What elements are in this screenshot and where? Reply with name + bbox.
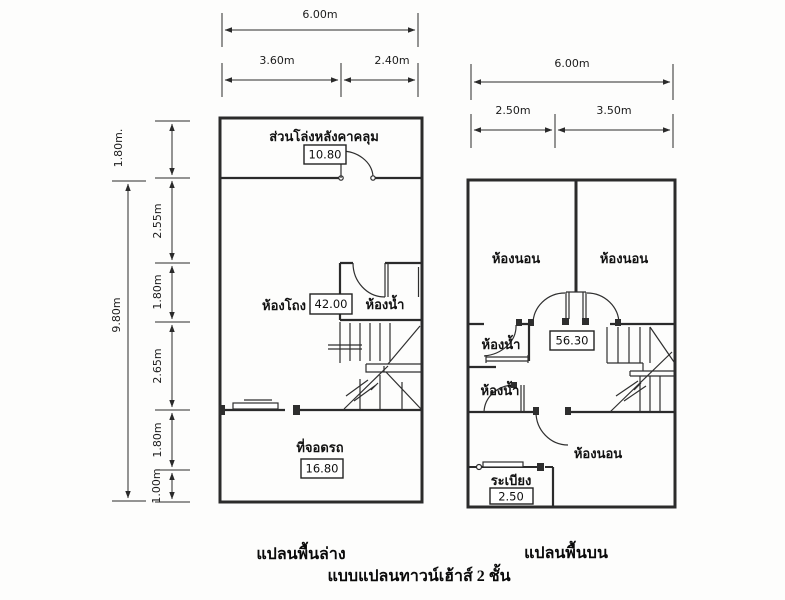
uf-dim-total-width-label: 6.00m bbox=[554, 57, 589, 70]
uf-bedroom-front-left-label: ห้องนอน bbox=[492, 251, 540, 267]
ground-floor-plan: 6.00m 3.60m 2.40m 9.80m bbox=[110, 8, 424, 504]
uf-balcony-area-box bbox=[489, 487, 534, 505]
caption-title: แบบแปลนทาวน์เฮ้าส์ 2 ชั้น bbox=[327, 563, 510, 585]
upper-floor-walls bbox=[466, 178, 677, 509]
uf-bedroom-front-right-label: ห้องนอน bbox=[600, 251, 648, 267]
gf-hall-label: ห้องโถง bbox=[262, 297, 306, 314]
caption-ground-floor: แปลนพื้นล่าง bbox=[256, 541, 345, 563]
uf-total-area-box bbox=[549, 330, 595, 351]
captions: แปลนพื้นล่าง แปลนพื้นบน แบบแปลนทาวน์เฮ้า… bbox=[256, 540, 608, 585]
uf-dim-width-seg1-label: 2.50m bbox=[495, 104, 530, 117]
uf-total-area-value: 56.30 bbox=[556, 334, 589, 348]
gf-carport-label: ที่จอดรถ bbox=[296, 438, 343, 456]
uf-dim-width-seg2-label: 3.50m bbox=[596, 104, 631, 117]
gf-porch-area-box bbox=[303, 144, 347, 165]
gf-carport-area-box bbox=[300, 458, 344, 479]
uf-bathroom-upper-label: ห้องน้ำ bbox=[482, 334, 521, 353]
ground-floor-doors bbox=[338, 150, 389, 298]
ground-floor-walls bbox=[218, 116, 424, 504]
gf-dim-width-seg2-label: 2.40m bbox=[374, 54, 409, 67]
gf-dim-depth-seg5-label: 1.80m bbox=[151, 422, 164, 457]
gf-carport-area-value: 16.80 bbox=[306, 462, 339, 476]
gf-hall-area-box bbox=[309, 293, 353, 315]
gf-sliding-gate bbox=[232, 402, 279, 410]
gf-dim-total-width-label: 6.00m bbox=[302, 8, 337, 21]
upper-floor-plan: 6.00m 2.50m 3.50m bbox=[466, 57, 677, 509]
upper-floor-doors bbox=[483, 292, 620, 446]
uf-bedroom-back-label: ห้องนอน bbox=[574, 446, 622, 462]
gf-dim-depth-seg2-label: 2.55m bbox=[151, 203, 164, 238]
gf-hall-area-value: 42.00 bbox=[315, 297, 348, 311]
upper-floor-staircase bbox=[606, 326, 675, 413]
gf-dim-depth-seg3-label: 1.80m bbox=[151, 274, 164, 309]
uf-balcony-area-value: 2.50 bbox=[498, 490, 524, 504]
uf-balcony-label: ระเบียง bbox=[491, 473, 532, 489]
ground-floor-depth-dimensions: 9.80m 1.80m. 2.55m 1.80m 2.65m 1.80m 1.0… bbox=[110, 120, 190, 504]
ground-floor-width-dimensions: 6.00m 3.60m 2.40m bbox=[221, 8, 419, 97]
gf-dim-width-seg1-label: 3.60m bbox=[259, 54, 294, 67]
gf-dim-depth-seg1-label: 1.80m. bbox=[112, 129, 125, 168]
uf-balcony-sliding-door bbox=[482, 461, 524, 468]
gf-dim-depth-seg4-label: 2.65m bbox=[151, 348, 164, 383]
gf-bathroom-label: ห้องน้ำ bbox=[366, 294, 405, 313]
gf-dim-depth-seg6-label: 1.00m bbox=[150, 468, 163, 503]
gf-porch-label: ส่วนโล่งหลังคาคลุม bbox=[269, 128, 379, 145]
upper-floor-width-dimensions: 6.00m 2.50m 3.50m bbox=[470, 57, 674, 148]
gf-dim-total-depth-label: 9.80m bbox=[110, 297, 123, 332]
uf-bathroom-lower-label: ห้องน้ำ bbox=[481, 380, 520, 399]
gf-porch-area-value: 10.80 bbox=[309, 148, 342, 162]
caption-upper-floor: แปลนพื้นบน bbox=[524, 540, 608, 562]
ground-floor-staircase bbox=[328, 322, 422, 410]
